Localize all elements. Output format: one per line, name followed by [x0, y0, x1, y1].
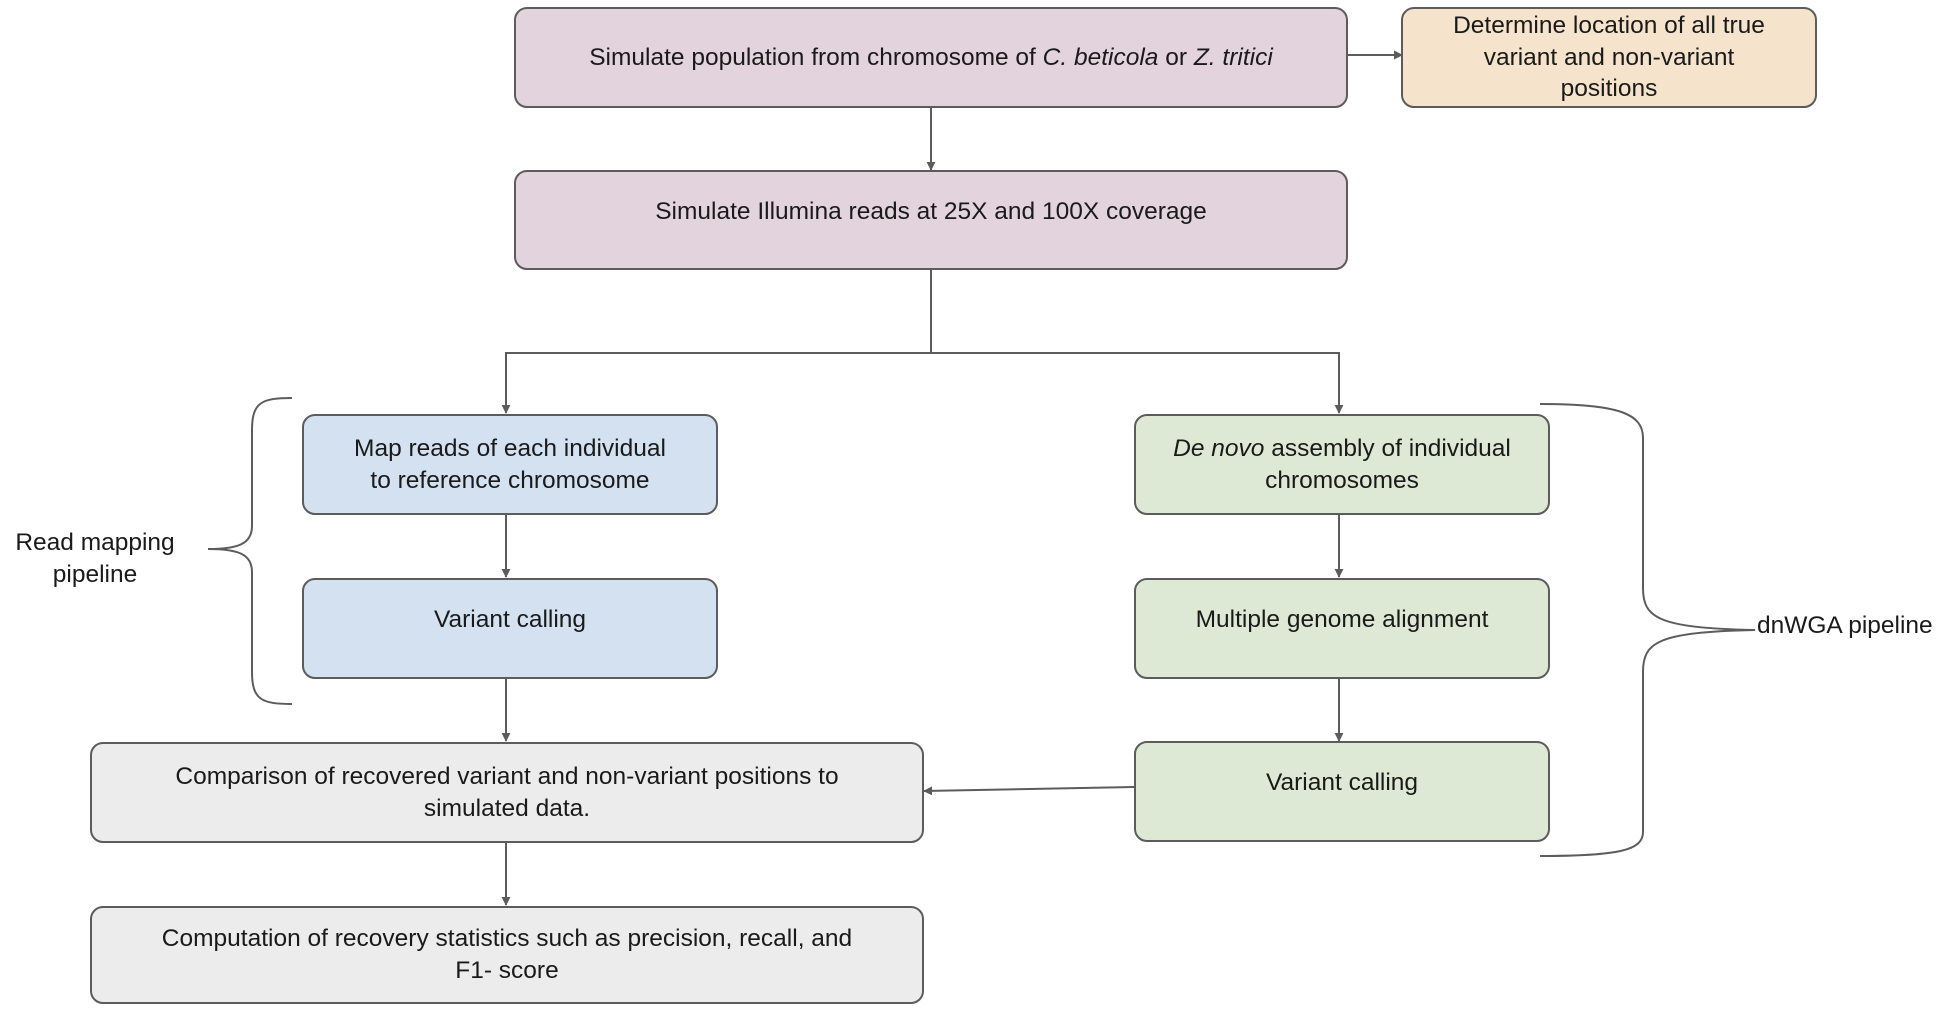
variant-calling-right-box: Variant calling	[1134, 741, 1550, 842]
branch-connector	[501, 270, 932, 414]
variant-calling-right-text: Variant calling	[1265, 769, 1419, 796]
multiple-alignment-text: Multiple genome alignment	[1195, 606, 1489, 633]
simulate-reads-box: Simulate Illumina reads at 25X and 100X …	[514, 170, 1348, 270]
read-mapping-brace	[207, 397, 293, 705]
statistics-text: Computation of recovery statistics such …	[161, 925, 853, 984]
variant-calling-left-text: Variant calling	[433, 606, 587, 633]
species-name-1: C. beticola	[1042, 43, 1159, 71]
arrow-dnwga-to-comparison	[923, 786, 1135, 796]
dnwga-brace	[1539, 403, 1756, 857]
comparison-box: Comparison of recovered variant and non-…	[90, 742, 924, 843]
simulate-reads-text: Simulate Illumina reads at 25X and 100X …	[655, 198, 1207, 225]
multiple-alignment-box: Multiple genome alignment	[1134, 578, 1550, 679]
statistics-box: Computation of recovery statistics such …	[90, 906, 924, 1004]
dnwga-label: dnWGA pipeline	[1757, 612, 1933, 639]
comparison-text: Comparison of recovered variant and non-…	[175, 762, 839, 822]
species-name-2: Z. tritici	[1193, 43, 1273, 71]
simulate-population-box: Simulate population from chromosome of C…	[514, 7, 1348, 108]
simulate-population-text: Simulate population from chromosome of C…	[589, 43, 1273, 71]
branch-connector-right	[931, 352, 1344, 414]
variant-calling-left-box: Variant calling	[302, 578, 718, 679]
